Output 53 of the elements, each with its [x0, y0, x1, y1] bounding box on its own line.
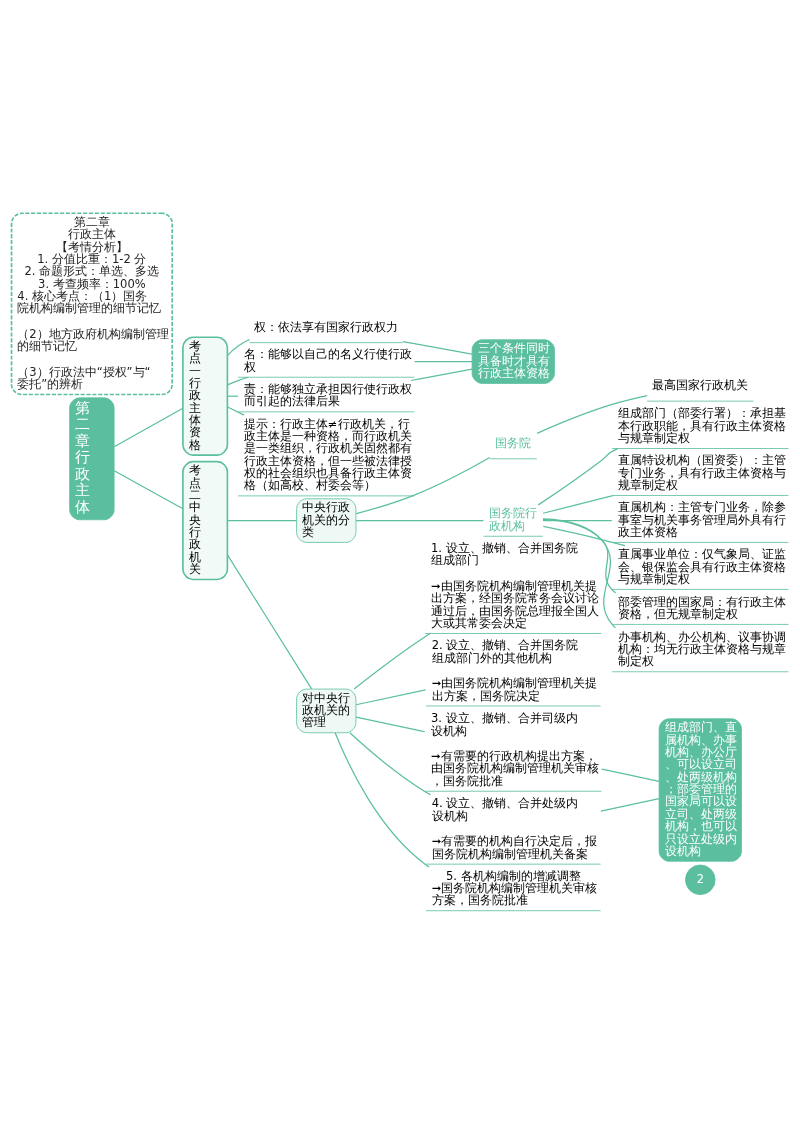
node-box: 三个条件同时具备时才具有行政主体资格 — [471, 339, 555, 384]
node-text: 部委管理的国家局：有行政主体资格，但无规章制定权 — [617, 594, 786, 621]
node-text: 2. 设立、撤销、合并国务院组成部门外的其他机构 ➞由国务院机构编制管理机关提出方案，国务院决定 — [431, 638, 598, 703]
node-text: 4. 设立、撤销、合并处级内设机构 ➞有需要的机构自行决定后，报国务院机构编制管理机关备案 — [431, 796, 598, 861]
connector — [355, 716, 426, 733]
connector — [227, 406, 245, 416]
connector — [542, 518, 616, 629]
node-box: 第二章 行政主体 【考情分析】 1. 分值比重：1-2 分 2. 命题形式：单选、多选 3. 考查频率：100% 4. 核心考点：（1）国务院机构编制管理的细节记忆 （2）地方政府机构编制管理的细节记忆 （3）行政法中“授权”与“委托”的辨析 — [10, 212, 174, 396]
connector — [349, 732, 432, 796]
node-text: 最高国家行政机关 — [652, 378, 749, 393]
node-text: 直属特设机构（国资委）：主管专门业务，具有行政主体资格与规章制定权 — [617, 453, 786, 493]
connector — [542, 525, 626, 547]
label: 2 — [696, 871, 704, 886]
connector — [600, 798, 660, 812]
connector — [226, 376, 249, 386]
connector — [334, 732, 430, 868]
connector — [355, 520, 484, 522]
connector — [542, 518, 617, 594]
node-text: 组成部门（部委行署）：承担基本行政职能，具有行政主体资格与规章制定权 — [617, 406, 786, 446]
connector — [601, 768, 660, 782]
connector — [227, 520, 298, 522]
node-box: 第二章行政主体 — [69, 397, 115, 521]
connector — [353, 632, 431, 690]
node-text: 名：能够以自己的名义行使行政权 — [243, 347, 412, 374]
node-text: 责：能够独立承担因行使行政权而引起的法律后果 — [243, 382, 412, 409]
node-text: 1. 设立、撤销、合并国务院组成部门 ➞由国务院机构编制管理机关提出方案，经国务院常务会议讨论通过后，由国务院总理报全国人大或其常委会决定 — [430, 541, 599, 631]
node-text: 国务院 — [495, 436, 532, 451]
connector — [226, 554, 313, 690]
connector — [542, 494, 614, 514]
node-box: 对中央行政机关的管理 — [296, 688, 357, 734]
connector — [536, 394, 648, 434]
node-text: 权：依法享有国家行政权力 — [254, 319, 399, 334]
node-box: 考点一行政主体资格 — [182, 336, 229, 456]
connector — [226, 338, 251, 357]
connector — [402, 341, 473, 355]
node-text: 办事机构、办公机构、议事协调机构：均无行政主体资格与规章制定权 — [617, 629, 786, 669]
connector — [410, 368, 473, 382]
node-text: 国务院行政机构 — [489, 506, 538, 533]
connector — [355, 456, 491, 515]
connector — [537, 448, 619, 506]
connector — [113, 407, 184, 448]
node-text: 5. 各机构编制的增减调整 ➞国务院机构编制管理机关审核方案，国务院批准 — [431, 868, 598, 908]
node-text: 提示：行政主体≠行政机关，行政主体是一种资格，而行政机关是一类组织，行政机关固然都有行政主体资格，但一些被法律授权的社会组织也具备行政主体资格（如高校、村委会等） — [243, 416, 412, 493]
node-box: 中央行政机关的分类 — [296, 498, 357, 543]
node-text: 直属事业单位：仅气象局、证监会、银保监会具有行政主体资格与规章制定权 — [617, 547, 786, 586]
connector — [542, 520, 613, 522]
node-text: 3. 设立、撤销、合并司级内设机构 ➞有需要的行政机构提出方案，由国务院机构编制管理机关审核，国务院批准 — [430, 711, 599, 788]
node-box: 考点二中央行政机关 — [182, 460, 229, 581]
node-box: 组成部门、直属机构、办事机构、办公厅、可以设立司、处两级机构；部委管理的国家局可以设立司、处两级机构，也可以只设立处级内设机构 — [658, 718, 742, 862]
node-text: 直属机构：主管专门业务，除参事室与机关事务管理局外具有行政主体资格 — [617, 500, 786, 540]
connector — [414, 360, 473, 363]
connector — [113, 470, 184, 510]
connector — [355, 689, 427, 706]
